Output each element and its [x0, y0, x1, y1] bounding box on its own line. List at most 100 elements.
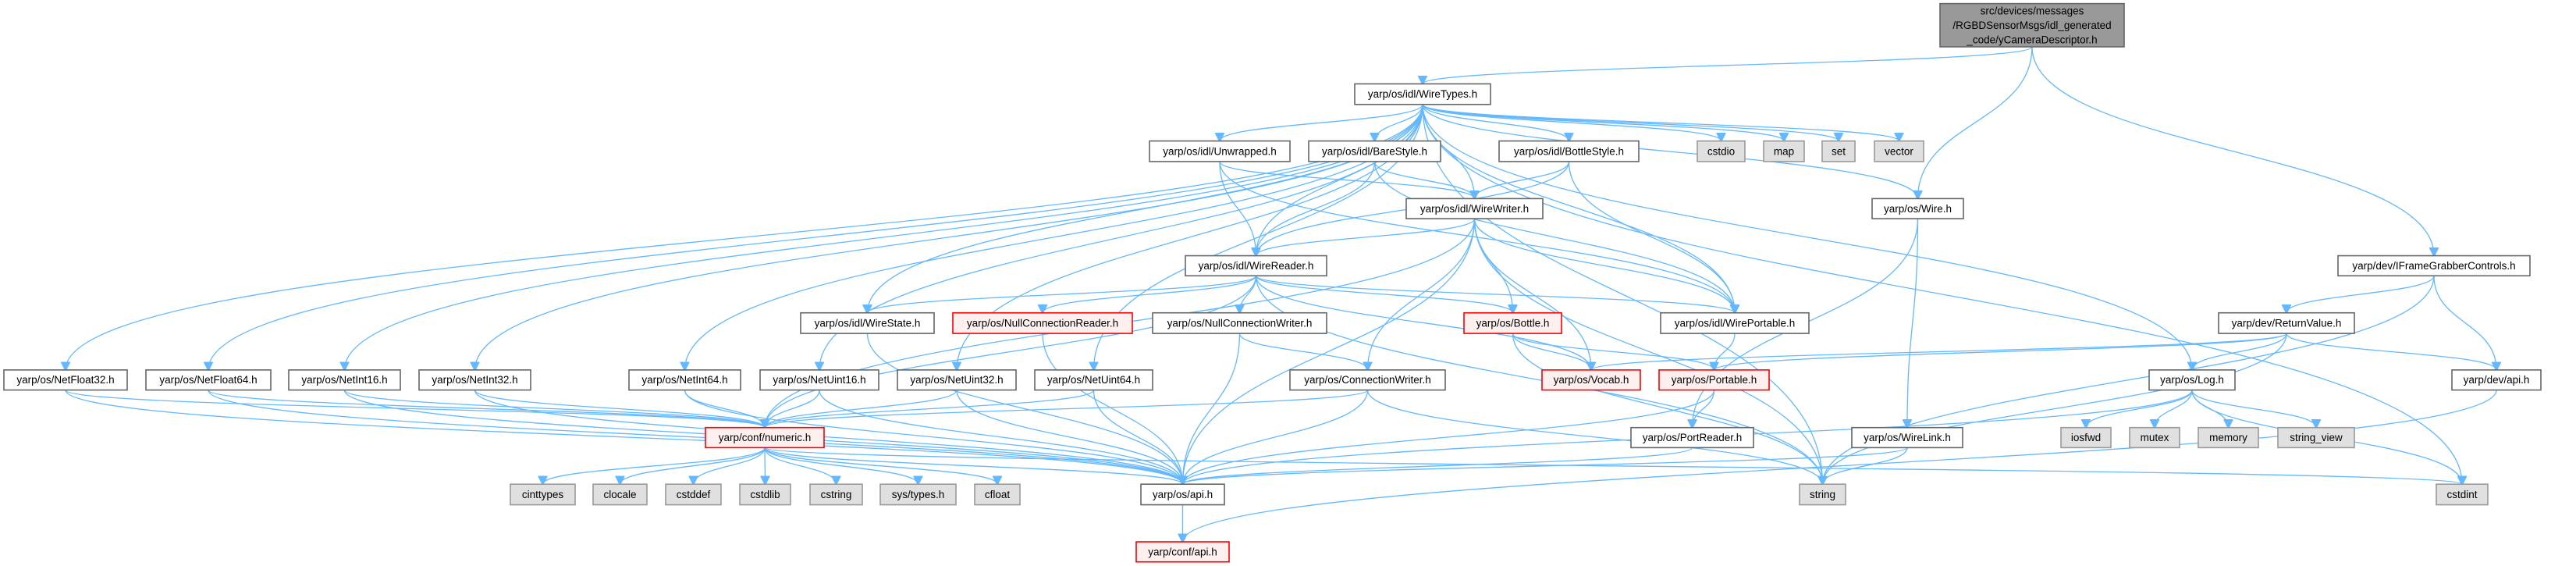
node-root[interactable]: src/devices/messages/RGBDSensorMsgs/idl_…: [1939, 2, 2125, 48]
node-label: memory: [2209, 432, 2247, 443]
node-string_view[interactable]: string_view: [2277, 426, 2355, 449]
node-label: src/devices/messages: [1981, 5, 2084, 16]
edge-layer: [65, 46, 2496, 542]
node-WirePortable[interactable]: yarp/os/idl/WirePortable.h: [1660, 311, 1810, 334]
node-NetInt32[interactable]: yarp/os/NetInt32.h: [418, 369, 531, 391]
node-Log[interactable]: yarp/os/Log.h: [2148, 369, 2236, 391]
node-NetFloat32[interactable]: yarp/os/NetFloat32.h: [3, 369, 128, 391]
node-mutex[interactable]: mutex: [2129, 426, 2180, 449]
node-Portable[interactable]: yarp/os/Portable.h: [1658, 369, 1770, 391]
node-systypes[interactable]: sys/types.h: [879, 483, 957, 506]
edge-WireReader-to-WireState: [868, 275, 1257, 312]
node-NetInt16[interactable]: yarp/os/NetInt16.h: [288, 369, 401, 391]
edge-Portable-to-osapi: [1183, 390, 1715, 485]
node-cstdio[interactable]: cstdio: [1697, 140, 1746, 162]
edge-NetFloat32-to-numeric: [65, 390, 765, 428]
node-layer: src/devices/messages/RGBDSensorMsgs/idl_…: [3, 2, 2542, 563]
node-ReturnValue[interactable]: yarp/dev/ReturnValue.h: [2218, 311, 2355, 334]
node-NetInt64[interactable]: yarp/os/NetInt64.h: [628, 369, 741, 391]
node-NetFloat64[interactable]: yarp/os/NetFloat64.h: [145, 369, 272, 391]
node-NullConnectionWriter[interactable]: yarp/os/NullConnectionWriter.h: [1152, 311, 1327, 334]
node-devapi[interactable]: yarp/dev/api.h: [2451, 369, 2542, 391]
node-label: yarp/os/Portable.h: [1672, 374, 1757, 386]
node-Wire[interactable]: yarp/os/Wire.h: [1871, 198, 1964, 219]
node-osapi[interactable]: yarp/os/api.h: [1140, 483, 1225, 506]
node-Vocab[interactable]: yarp/os/Vocab.h: [1541, 369, 1641, 391]
node-label: yarp/os/NetFloat32.h: [16, 374, 114, 386]
node-NetUint16[interactable]: yarp/os/NetUint16.h: [759, 369, 879, 391]
node-WireLink[interactable]: yarp/os/WireLink.h: [1851, 426, 1963, 449]
edge-numeric-to-cstdlib: [765, 447, 766, 484]
node-box: [628, 369, 741, 391]
node-WireReader[interactable]: yarp/os/idl/WireReader.h: [1185, 255, 1327, 277]
node-label: yarp/os/NetInt16.h: [301, 374, 387, 386]
node-BottleStyle[interactable]: yarp/os/idl/BottleStyle.h: [1498, 140, 1640, 162]
edge-numeric-to-cfloat: [764, 447, 997, 484]
node-box: [418, 369, 531, 391]
edge-NetInt64-to-osapi: [684, 390, 1183, 485]
node-box: [3, 369, 128, 391]
node-WireState[interactable]: yarp/os/idl/WireState.h: [800, 311, 935, 334]
node-memory[interactable]: memory: [2198, 426, 2259, 449]
edge-WireTypes-to-Log: [1422, 104, 2192, 370]
node-box: [1498, 140, 1640, 162]
node-confapi[interactable]: yarp/conf/api.h: [1135, 541, 1230, 563]
edge-root-to-Wire: [1918, 46, 2033, 198]
edge-WireReader-to-numeric: [765, 276, 1257, 427]
node-box: [2060, 426, 2112, 449]
node-Unwrapped[interactable]: yarp/os/idl/Unwrapped.h: [1149, 140, 1291, 162]
node-cstdlib[interactable]: cstdlib: [739, 483, 791, 506]
node-vector[interactable]: vector: [1874, 140, 1924, 162]
edge-NetFloat64-to-numeric: [208, 390, 765, 428]
edge-numeric-to-systypes: [764, 447, 918, 484]
node-map[interactable]: map: [1763, 140, 1805, 162]
node-IFGC[interactable]: yarp/dev/IFrameGrabberControls.h: [2337, 255, 2531, 277]
edge-WireWriter-to-WireReader: [1256, 218, 1476, 255]
edge-WireTypes-to-BareStyle: [1375, 104, 1423, 141]
node-cstdint[interactable]: cstdint: [2436, 483, 2489, 506]
node-NullConnectionReader[interactable]: yarp/os/NullConnectionReader.h: [952, 311, 1133, 334]
node-string[interactable]: string: [1799, 483, 1846, 506]
node-label: _code/yCameraDescriptor.h: [1966, 34, 2097, 45]
node-box: [1308, 140, 1441, 162]
edge-NetInt32-to-numeric: [474, 390, 766, 428]
node-label: yarp/os/ConnectionWriter.h: [1304, 374, 1431, 386]
edge-Unwrapped-to-WireReader: [1219, 161, 1256, 256]
edge-ConnectionWriter-to-string: [1366, 390, 1823, 485]
node-cstring[interactable]: cstring: [809, 483, 863, 506]
node-iosfwd[interactable]: iosfwd: [2060, 426, 2112, 449]
node-box: [1697, 140, 1746, 162]
edge-WireTypes-to-WireState: [868, 104, 1423, 313]
node-cstddef[interactable]: cstddef: [665, 483, 722, 506]
node-cinttypes[interactable]: cinttypes: [510, 483, 576, 506]
node-box: [2337, 255, 2531, 277]
node-Bottle[interactable]: yarp/os/Bottle.h: [1463, 311, 1562, 334]
node-numeric[interactable]: yarp/conf/numeric.h: [705, 426, 825, 449]
node-PortReader[interactable]: yarp/os/PortReader.h: [1630, 426, 1754, 449]
node-WireWriter[interactable]: yarp/os/idl/WireWriter.h: [1405, 198, 1544, 219]
node-clocale[interactable]: clocale: [592, 483, 648, 506]
node-label: map: [1774, 145, 1794, 157]
edge-WireTypes-to-WireReader: [1256, 104, 1423, 256]
edge-WireReader-to-WirePortable: [1255, 275, 1736, 312]
edge-WireWriter-to-WirePortable: [1473, 219, 1736, 313]
node-box: [1658, 369, 1770, 391]
node-cfloat[interactable]: cfloat: [974, 483, 1021, 506]
edge-WireReader-to-Vocab: [1255, 276, 1592, 370]
edge-NetFloat32-to-osapi: [65, 390, 1183, 485]
node-box: [2129, 426, 2180, 449]
edge-NetInt16-to-numeric: [343, 390, 766, 428]
node-label: cstddef: [677, 489, 711, 500]
node-ConnectionWriter[interactable]: yarp/os/ConnectionWriter.h: [1289, 369, 1446, 391]
edge-WireTypes-to-Unwrapped: [1220, 104, 1423, 141]
node-set[interactable]: set: [1821, 140, 1856, 162]
edge-ReturnValue-to-Log: [2192, 333, 2287, 370]
node-NetUint32[interactable]: yarp/os/NetUint32.h: [897, 369, 1017, 391]
node-box: [1149, 140, 1291, 162]
node-WireTypes[interactable]: yarp/os/idl/WireTypes.h: [1354, 83, 1491, 105]
node-label: yarp/os/NetUint64.h: [1047, 374, 1140, 386]
node-NetUint64[interactable]: yarp/os/NetUint64.h: [1034, 369, 1153, 391]
node-label: cfloat: [985, 489, 1011, 500]
node-BareStyle[interactable]: yarp/os/idl/BareStyle.h: [1308, 140, 1441, 162]
